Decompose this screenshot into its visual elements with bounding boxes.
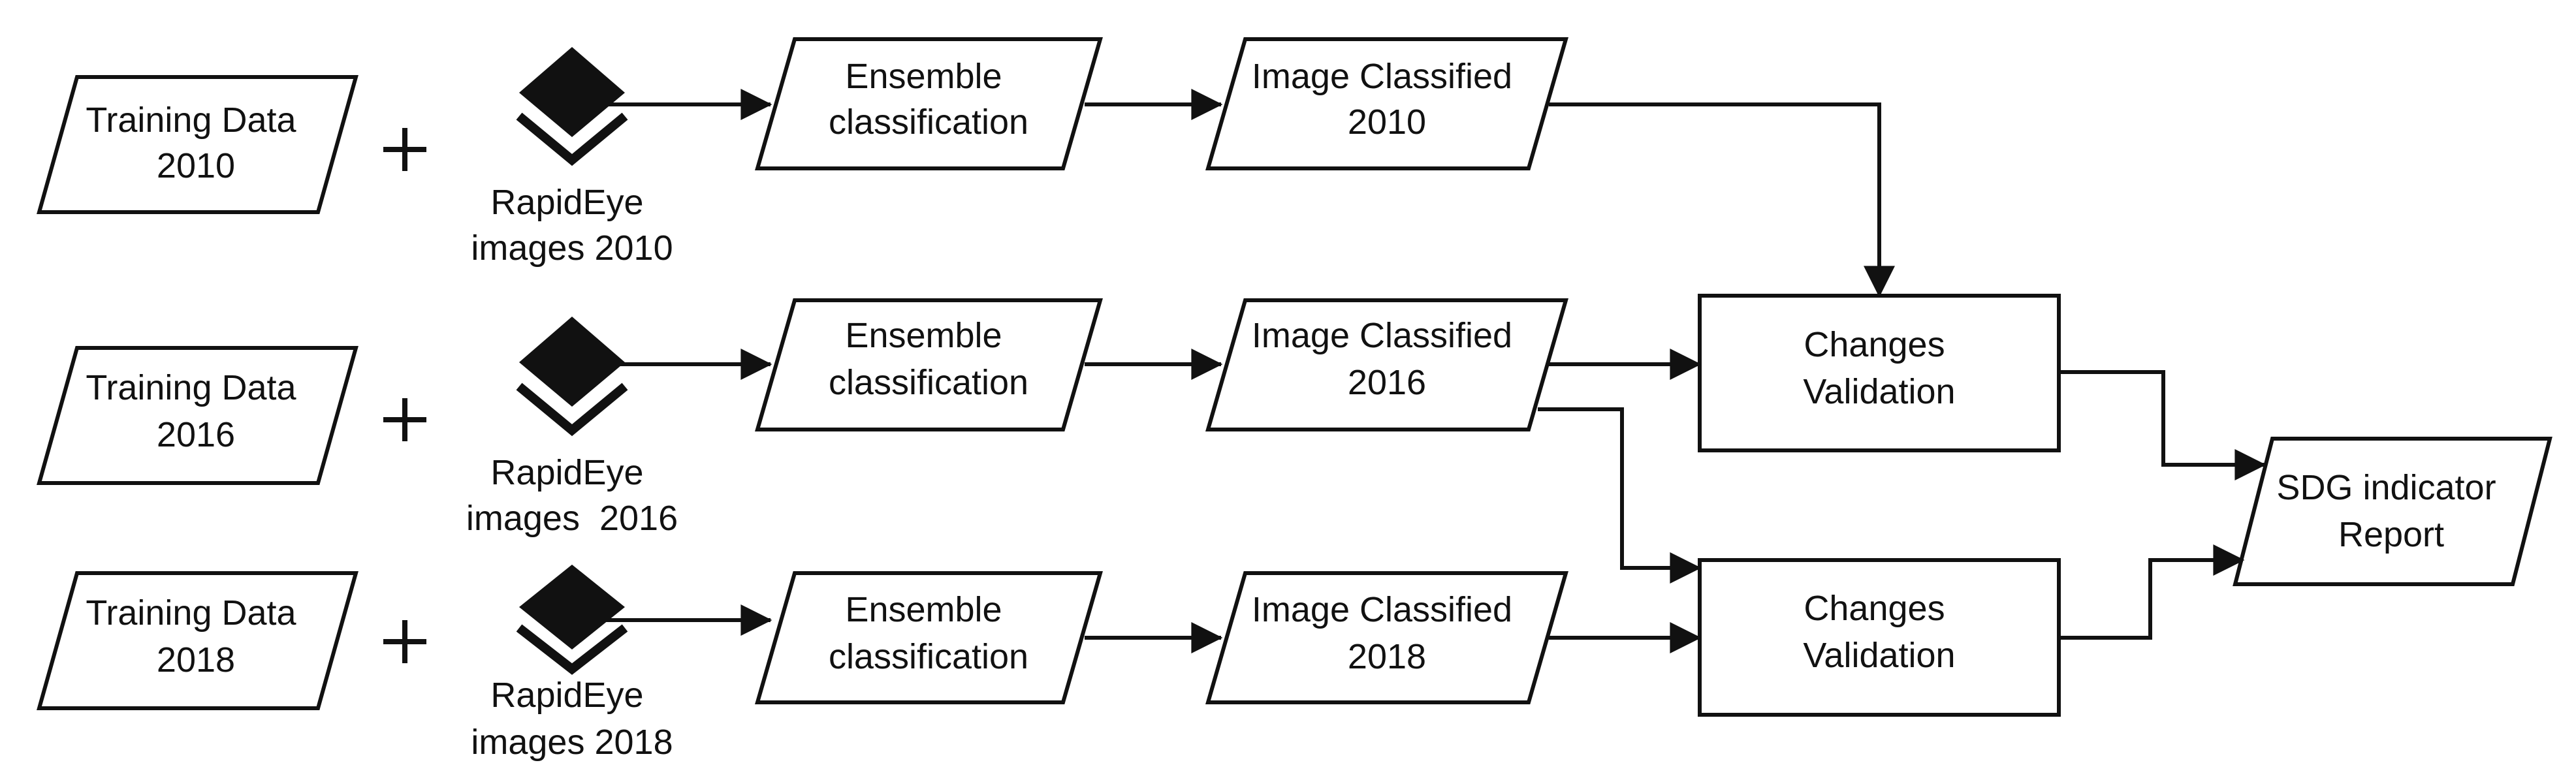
arrow-classified-2016-to-validation-bottom <box>1538 407 1702 584</box>
ensemble-classification-2018-label: Ensemble classification <box>829 590 1028 676</box>
layers-icon <box>516 47 628 166</box>
rapideye-images-2010-label: RapidEye images 2010 <box>471 183 673 268</box>
plus-icon <box>383 620 426 663</box>
rapideye-images-2016-label: RapidEye images 2016 <box>466 453 678 538</box>
changes-validation-bottom-box <box>1698 558 2061 717</box>
training-data-2018-label: Training Data 2018 <box>86 593 306 680</box>
image-classified-2018-box <box>1205 571 1568 704</box>
arrow-validation-top-to-report <box>2059 370 2266 480</box>
ensemble-classification-2018-box <box>755 571 1103 704</box>
arrow-classified-2010-to-validation <box>1549 102 1895 298</box>
training-data-2016-box <box>37 346 358 485</box>
rapideye-images-2018-label: RapidEye images 2018 <box>471 676 673 762</box>
ensemble-classification-2010-label: Ensemble classification <box>829 57 1028 142</box>
changes-validation-top-label: Changes Validation <box>1803 325 1955 411</box>
plus-icon <box>383 398 426 441</box>
sdg-indicator-report-label: SDG indicator Report <box>2276 468 2505 554</box>
image-classified-2010-label: Image Classified 2010 <box>1252 57 1522 142</box>
training-data-2010-label: Training Data 2010 <box>86 101 306 185</box>
row-2016: Training Data 2016 RapidEye images 2016 … <box>37 298 1568 538</box>
layers-icon <box>516 317 628 437</box>
row-2018: Training Data 2018 RapidEye images 2018 … <box>37 565 1568 762</box>
image-classified-2016-label: Image Classified 2016 <box>1252 316 1522 402</box>
ensemble-classification-2016-label: Ensemble classification <box>829 316 1028 402</box>
image-classified-2010-box <box>1205 37 1568 170</box>
training-data-2018-box <box>37 571 358 710</box>
row-2010: Training Data 2010 RapidEye images 2010 … <box>37 37 1568 268</box>
image-classified-2016-box <box>1205 298 1568 431</box>
ensemble-classification-2016-box <box>755 298 1103 431</box>
plus-icon <box>383 128 426 171</box>
layers-icon <box>516 565 628 675</box>
training-data-2010-box <box>37 75 358 214</box>
training-data-2016-label: Training Data 2016 <box>86 368 306 454</box>
arrow-validation-bottom-to-report <box>2059 544 2245 640</box>
connectors <box>604 89 2266 653</box>
changes-validation-bottom-label: Changes Validation <box>1803 589 1955 675</box>
sdg-indicator-report-box <box>2233 437 2552 586</box>
image-classified-2018-label: Image Classified 2018 <box>1252 590 1522 676</box>
ensemble-classification-2010-box <box>755 37 1103 170</box>
